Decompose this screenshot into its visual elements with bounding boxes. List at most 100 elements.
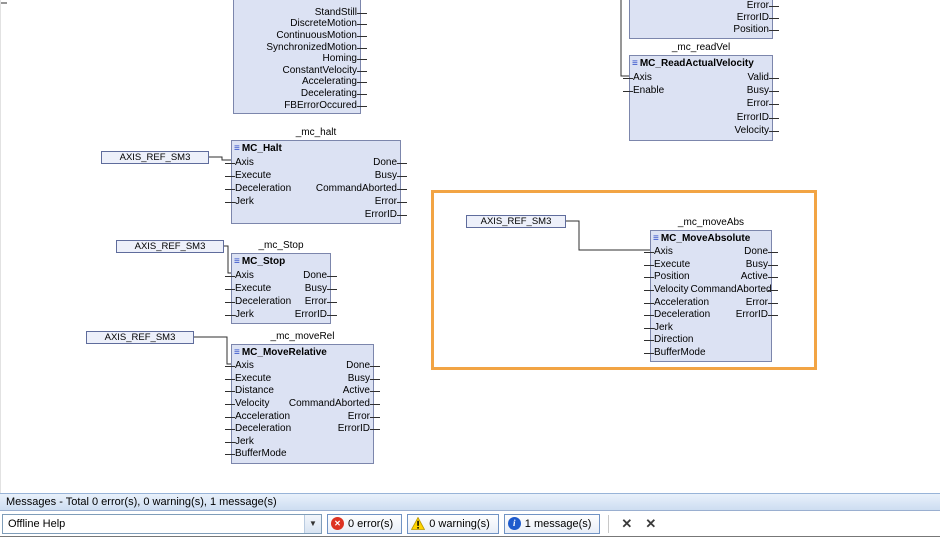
instance-label-halt: _mc_halt: [295, 127, 337, 138]
pin-output-label: ContinuousMotion: [276, 29, 357, 41]
selection-highlight: [431, 190, 817, 370]
bottom-border: [0, 536, 940, 537]
wire[interactable]: [566, 220, 650, 251]
wire[interactable]: [209, 156, 231, 161]
pin-input-label: Deceleration: [235, 182, 292, 194]
pin-output-label: Busy: [745, 258, 768, 270]
instance-label-moverel: _mc_moveRel: [270, 331, 335, 342]
pin-input-label: Deceleration: [235, 423, 292, 435]
pin-output-label: Busy: [746, 85, 769, 97]
wire[interactable]: [224, 245, 231, 274]
pin-output-label: Done: [744, 246, 768, 258]
pin-input-label: Axis: [235, 269, 254, 281]
clear-all-messages-icon[interactable]: ✕: [645, 515, 657, 531]
pin-output-label: Busy: [304, 282, 327, 294]
pin-output-label: DiscreteMotion: [290, 18, 357, 30]
pin-output-label: ConstantVelocity: [282, 64, 358, 76]
pin-input-label: Axis: [235, 360, 254, 372]
pin-input-label: Jerk: [654, 321, 673, 333]
messages-filter-button[interactable]: i 1 message(s): [503, 513, 601, 534]
warnings-filter-button[interactable]: 0 warning(s): [407, 513, 499, 534]
axis-ref-box[interactable]: AXIS_REF_SM3: [101, 151, 209, 164]
pin-input-label: Acceleration: [654, 296, 710, 308]
instance-label-stop: _mc_Stop: [258, 240, 304, 251]
function-block-icon: ≡: [632, 57, 638, 69]
messages-panel-title: Messages - Total 0 error(s), 0 warning(s…: [6, 496, 277, 508]
pin-output-label: Error: [746, 0, 769, 11]
bottom-strip: [0, 537, 940, 540]
pin-input-label: Velocity: [235, 398, 270, 410]
pin-output-label: Position: [733, 24, 769, 35]
wire[interactable]: [620, 0, 629, 77]
combo-selected-value: Offline Help: [8, 517, 66, 530]
error-icon: ✕: [331, 517, 344, 530]
pin-output-label: CommandAborted: [288, 398, 370, 410]
pin-input-label: Jerk: [235, 435, 254, 447]
pin-output-label: CommandAborted: [315, 182, 397, 194]
function-block-icon: ≡: [234, 255, 240, 267]
pin-input-label: Direction: [654, 334, 694, 346]
pin-input-label: Position: [654, 271, 690, 283]
pin-input-label: Deceleration: [235, 295, 292, 307]
clear-messages-icon[interactable]: ✕: [621, 515, 633, 531]
pin-output-label: Busy: [374, 169, 397, 181]
pin-output-label: ErrorID: [364, 208, 397, 220]
chevron-down-icon[interactable]: ▼: [304, 514, 321, 533]
pin-input-label: BufferMode: [654, 347, 706, 359]
pin-output-label: Error: [746, 98, 769, 110]
pin-output-label: CommandAborted: [690, 284, 772, 296]
function-block-icon: ≡: [234, 142, 240, 154]
function-block-icon: ≡: [234, 346, 240, 358]
pin-output-label: ErrorID: [735, 309, 768, 321]
fb-title-text: MC_MoveRelative: [241, 347, 327, 358]
pin-input-label: Execute: [654, 258, 691, 270]
errors-filter-label: 0 error(s): [348, 517, 394, 530]
axis-ref-box[interactable]: AXIS_REF_SM3: [466, 215, 566, 228]
function-block-icon: ≡: [653, 232, 659, 244]
axis-ref-box[interactable]: AXIS_REF_SM3: [116, 240, 224, 253]
pin-output-label: Valid: [747, 71, 770, 83]
fb-title-text: MC_MoveAbsolute: [660, 233, 751, 244]
pin-input-label: Execute: [235, 372, 272, 384]
pin-output-label: StandStill: [314, 6, 357, 18]
pin-input-label: Deceleration: [654, 309, 711, 321]
pin-output-label: ErrorID: [294, 308, 327, 320]
pin-output-label: FBErrorOccured: [284, 99, 357, 111]
pin-output-label: Done: [373, 156, 397, 168]
pin-input-label: Axis: [633, 71, 652, 83]
pin-output-label: Done: [346, 360, 370, 372]
pin-output-label: Active: [740, 271, 768, 283]
pin-output-label: Decelerating: [300, 87, 357, 99]
pin-output-label: Active: [342, 385, 370, 397]
wire[interactable]: [194, 336, 231, 365]
warning-icon: [411, 517, 426, 530]
errors-filter-button[interactable]: ✕ 0 error(s): [327, 513, 403, 534]
info-icon: i: [507, 517, 521, 530]
pin-output-label: SynchronizedMotion: [266, 41, 357, 53]
pin-input-label: Distance: [235, 385, 274, 397]
pin-output-label: ErrorID: [337, 423, 370, 435]
pin-output-label: Busy: [347, 372, 370, 384]
wires-layer: [1, 0, 650, 365]
pin-input-label: Execute: [235, 169, 272, 181]
pin-output-label: Velocity: [734, 125, 769, 137]
fb-title-text: MC_Halt: [241, 143, 282, 154]
pin-output-label: ErrorID: [736, 12, 769, 23]
pin-input-label: Axis: [654, 246, 673, 258]
message-category-combo[interactable]: Offline Help ▼: [2, 513, 322, 534]
pin-output-label: Error: [374, 195, 397, 207]
pin-output-label: Error: [304, 295, 327, 307]
instance-label-moveabs: _mc_moveAbs: [677, 217, 745, 228]
messages-panel-header: Messages - Total 0 error(s), 0 warning(s…: [0, 493, 940, 511]
pin-output-label: ErrorID: [736, 111, 769, 123]
toolbar-separator: [608, 514, 610, 533]
axis-ref-box[interactable]: AXIS_REF_SM3: [86, 331, 194, 344]
